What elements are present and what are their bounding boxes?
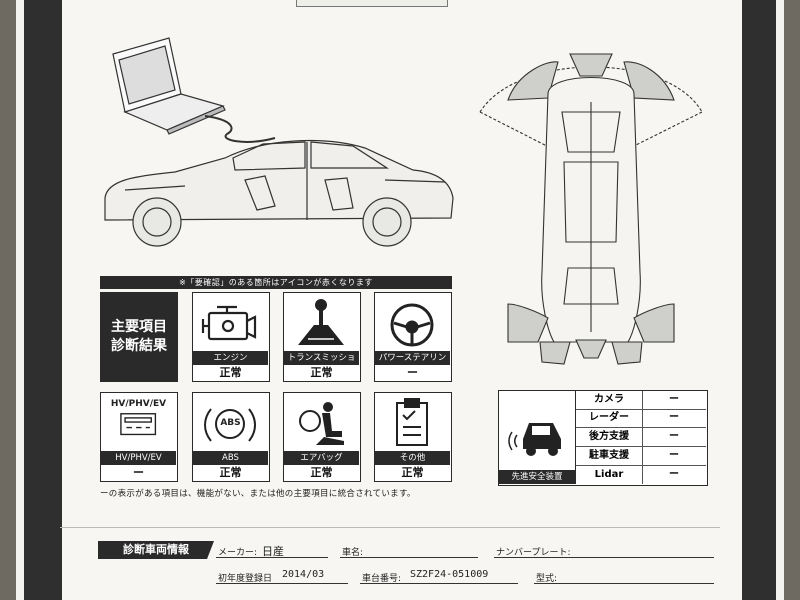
adas-row: Lidar ー (576, 466, 706, 484)
abs-icon-badge: ABS (220, 418, 241, 428)
clipboard-icon (396, 398, 428, 446)
adas-row: レーダー ー (576, 409, 706, 428)
main-title-line1: 主要項目 (111, 319, 167, 335)
main-title-line2: 診断結果 (111, 338, 167, 354)
top-view-illustration (479, 53, 703, 365)
obd-cable (204, 115, 276, 143)
first-reg-value: 2014/03 (282, 569, 325, 580)
top-header-box (296, 0, 448, 7)
model-label: 車名: (342, 548, 364, 558)
tile-hv: HV/PHV/EV HV/PHV/EV ー (100, 392, 178, 482)
right-border-band (742, 0, 776, 600)
notice-bar: ※「要確認」のある箇所はアイコンが赤くなります (100, 276, 452, 289)
tile-transmission: トランスミッション 正常 (283, 292, 361, 382)
adas-row-name: Lidar (576, 466, 643, 484)
maker-value: 日産 (262, 545, 284, 558)
model-underline (340, 557, 478, 558)
tile-airbag: エアバッグ 正常 (283, 392, 361, 482)
tile-power-steering-name: パワーステアリング (375, 351, 450, 377)
adas-title: 先進安全装置 (499, 470, 575, 484)
adas-panel: 先進安全装置 カメラ ー レーダー ー 後方支援 ー 駐車支援 ー Lidar … (498, 390, 708, 486)
plate-underline (494, 557, 714, 558)
type-label: 型式: (536, 574, 558, 584)
maker-label: メーカー: (218, 548, 258, 558)
first-reg-label: 初年度登録日 (218, 574, 273, 584)
tile-abs-name: ABS (193, 451, 268, 465)
tile-other: その他 正常 (374, 392, 452, 482)
chassis-underline (360, 583, 518, 584)
laptop-icon (112, 37, 226, 135)
tile-abs: ABS ABS 正常 (192, 392, 270, 482)
tile-engine-value: 正常 (219, 366, 242, 379)
type-underline (534, 583, 714, 584)
tile-hv-name: HV/PHV/EV (101, 451, 176, 465)
vehicle-info-heading: 診断車両情報 (98, 541, 214, 559)
adas-row-name: 駐車支援 (576, 447, 643, 465)
car-side-icon (104, 139, 454, 247)
tile-power-steering: パワーステアリング ー (374, 292, 452, 382)
chassis-value: SZ2F24-051009 (410, 569, 489, 580)
tile-engine-name: エンジン (193, 351, 268, 365)
adas-row-value: ー (669, 394, 679, 405)
adas-row-value: ー (669, 412, 679, 423)
diagnostic-illustration (104, 37, 454, 247)
steering-wheel-icon (390, 303, 434, 347)
adas-row-name: 後方支援 (576, 428, 643, 446)
adas-row-name: カメラ (576, 391, 643, 409)
tile-other-value: 正常 (401, 466, 424, 479)
tile-airbag-value: 正常 (310, 466, 333, 479)
footnote-text: ーの表示がある項目は、機能がない、または他の主要項目に統合されています。 (100, 489, 416, 499)
car-sensor-icon (508, 423, 561, 456)
adas-row-value: ー (669, 450, 679, 461)
abs-icon (204, 408, 256, 442)
first-reg-underline (216, 583, 348, 584)
adas-row-value: ー (669, 431, 679, 442)
adas-icon-panel: 先進安全装置 (499, 391, 576, 484)
battery-icon (120, 413, 157, 436)
adas-row-name: レーダー (576, 409, 643, 427)
tile-transmission-name: トランスミッション (284, 351, 359, 377)
adas-row-value: ー (669, 469, 679, 480)
chassis-label: 車台番号: (362, 574, 402, 584)
tile-power-steering-value: ー (407, 366, 418, 379)
tile-transmission-value: 正常 (310, 366, 333, 379)
left-border-band (24, 0, 62, 600)
plate-label: ナンバープレート: (496, 548, 571, 558)
airbag-icon (299, 402, 344, 445)
adas-row: 駐車支援 ー (576, 447, 706, 466)
tile-engine: エンジン 正常 (192, 292, 270, 382)
adas-row: カメラ ー (576, 391, 706, 410)
tile-airbag-name: エアバッグ (284, 451, 359, 465)
maker-underline (216, 557, 328, 558)
hv-icon-label: HV/PHV/EV (110, 399, 167, 409)
engine-icon (201, 305, 257, 341)
tile-other-name: その他 (375, 451, 450, 465)
main-results-title: 主要項目 診断結果 (100, 292, 178, 382)
tile-hv-value: ー (133, 466, 144, 479)
gear-shift-icon (298, 299, 344, 345)
section-divider (60, 527, 720, 528)
tile-abs-value: 正常 (219, 466, 242, 479)
adas-row: 後方支援 ー (576, 428, 706, 447)
